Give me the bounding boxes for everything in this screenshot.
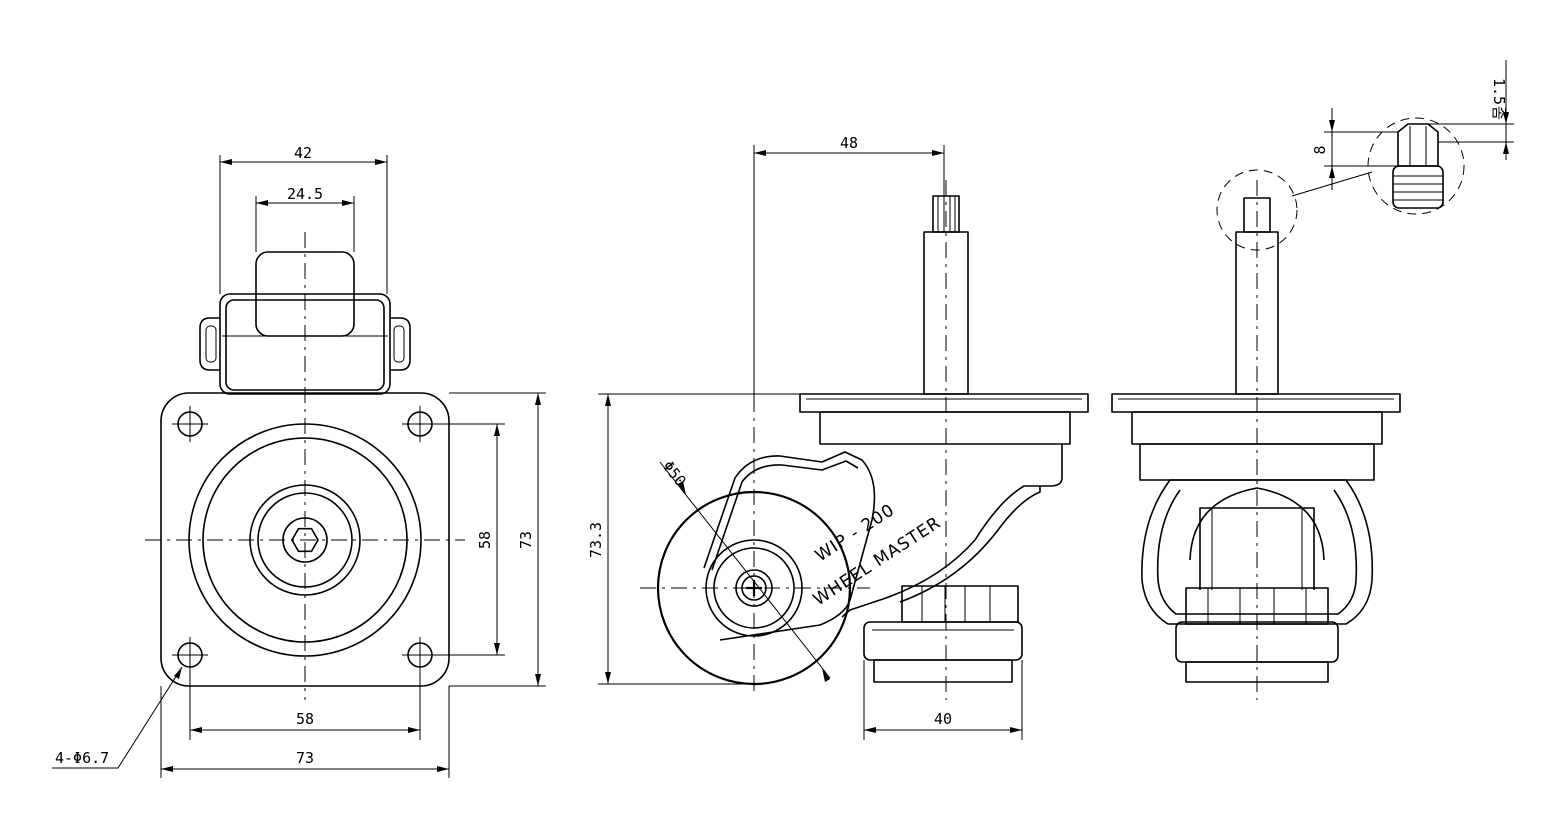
dim-58-horizontal-label: 58: [296, 710, 314, 728]
dim-24-5-label: 24.5: [287, 185, 323, 203]
dim-40: 40: [863, 660, 1023, 740]
front-view: 42 24.5 58 73: [52, 144, 546, 778]
side-leveling-pad: [863, 585, 1023, 683]
dim-73-vertical-label: 73: [517, 531, 535, 549]
dim-58-vertical-label: 58: [476, 531, 494, 549]
dim-40-label: 40: [934, 710, 952, 728]
dim-73-3-label: 73.3: [587, 522, 605, 558]
dim-48-label: 48: [840, 134, 858, 152]
dim-58-horizontal: 58: [189, 667, 421, 740]
dim-wheel-diameter-label: Φ50: [659, 457, 690, 489]
hole-callout-label: 4-Φ6.7: [55, 749, 109, 767]
rear-fork: [1141, 479, 1374, 625]
rear-view: 8 1.5 좀: [1111, 60, 1514, 700]
detail-circle: [1216, 169, 1298, 251]
dim-73-horizontal-label: 73: [296, 749, 314, 767]
dim-73-horizontal: 73: [160, 686, 450, 778]
hole-callout: 4-Φ6.7: [52, 666, 183, 769]
dim-73-3: 73.3: [587, 393, 800, 685]
dim-42: 42: [219, 144, 388, 294]
dim-8-label: 8: [1311, 145, 1329, 154]
dim-24-5: 24.5: [255, 185, 355, 252]
dim-1-5-suffix: 좀: [1490, 106, 1508, 120]
dim-42-label: 42: [294, 144, 312, 162]
side-view: WIP - 200 WHEEL MASTER 48 73.3 Φ50: [587, 134, 1089, 740]
dim-8: 8: [1311, 108, 1398, 190]
dim-58-vertical: 58: [420, 423, 505, 656]
mounting-hole: [172, 406, 208, 442]
dim-1-5: 1.5 좀: [1428, 60, 1514, 160]
dim-wheel-diameter: Φ50: [659, 457, 831, 682]
dim-1-5-label: 1.5: [1490, 78, 1508, 105]
dim-73-vertical: 73: [449, 392, 546, 687]
detail-enlargement: [1367, 117, 1465, 215]
side-wheel-fork: [703, 451, 876, 641]
dim-48: 48: [753, 134, 945, 396]
side-top-plate: [799, 393, 1089, 445]
